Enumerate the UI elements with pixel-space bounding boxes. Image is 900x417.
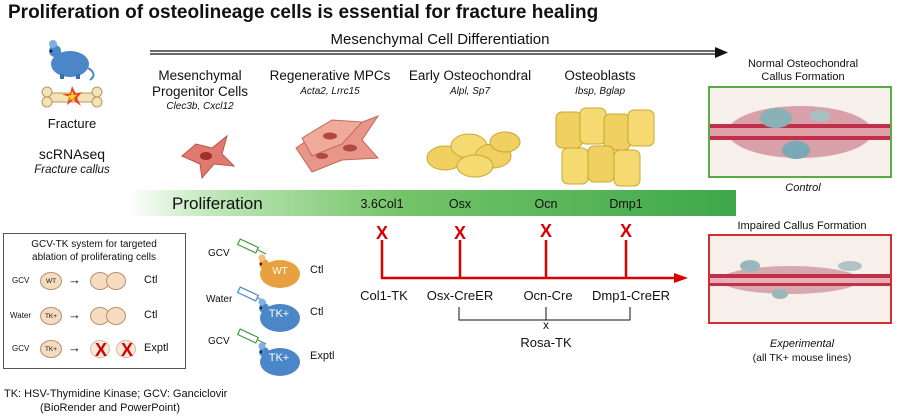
line-ocn-cre: Ocn-Cre — [523, 288, 573, 303]
mouse-group1-outcome: Ctl — [310, 264, 324, 276]
mouse-group2-outcome: Ctl — [310, 306, 324, 318]
scrnaseq-label: scRNAseq — [38, 146, 106, 162]
rosa-tk-label: Rosa-TK — [520, 335, 572, 350]
cross-bracket — [458, 307, 631, 321]
proliferation-label: Proliferation — [172, 194, 263, 213]
gcv-row3-cell — [40, 340, 62, 358]
gcv-row2-outcome: Ctl — [144, 309, 158, 321]
mouse-group2-label: TK+ — [268, 308, 290, 320]
gcv-box-title: GCV-TK system for targeted ablation of p… — [31, 239, 157, 263]
stage-mpc-title: Mesenchymal Progenitor Cells — [151, 68, 249, 99]
differentiation-arrow — [150, 47, 728, 58]
gcv-row3-arrow-icon: → — [68, 340, 81, 355]
marker-osx: Osx — [448, 197, 472, 211]
impaired-callus-image — [708, 234, 892, 324]
fractured-bone-icon — [41, 86, 103, 108]
gcv-row1-dividing-cell-b — [106, 272, 126, 290]
mouse-group2-treatment: Water — [206, 294, 233, 305]
early-osteochondral-cells-illustration — [426, 131, 521, 178]
impaired-callus-subcaption: (all TK+ mouse lines) — [752, 352, 852, 364]
gcv-row3-kill-x-b: X — [121, 340, 134, 360]
stage-early-genes: Alpl, Sp7 — [449, 86, 491, 97]
marker-ocn: Ocn — [534, 197, 558, 211]
mouse-line-timeline — [380, 240, 688, 283]
gcv-row1-cell — [40, 272, 62, 290]
gcv-row2-treatment: Water — [10, 311, 32, 320]
gcv-row3-cell-label: TK+ — [44, 346, 58, 353]
stage-osteoblast-genes: Ibsp, Bglap — [574, 86, 626, 97]
figure-title: Proliferation of osteolineage cells is e… — [8, 2, 599, 23]
ablation-x-dmp1: X — [619, 221, 632, 241]
gcv-row3-dying-cell-a — [90, 340, 110, 358]
normal-callus-caption: Control — [785, 182, 821, 194]
line-dmp1-creer: Dmp1-CreER — [591, 288, 670, 303]
regen-mpc-cells-illustration — [295, 114, 380, 173]
osteoblast-cells-illustration — [555, 107, 655, 187]
footnote-credit: (BioRender and PowerPoint) — [40, 402, 181, 414]
gcv-row2-cell-label: TK+ — [44, 313, 58, 320]
marker-col1: 3.6Col1 — [360, 197, 404, 211]
stage-osteoblast-title: Osteoblasts — [564, 68, 636, 83]
gcv-row3-kill-x-a: X — [95, 340, 108, 360]
gcv-row1-arrow-icon: → — [68, 272, 81, 287]
mouse-wt-icon — [258, 254, 300, 288]
syringe-icon — [236, 238, 267, 255]
stage-regen-title: Regenerative MPCs — [269, 68, 391, 83]
differentiation-label: Mesenchymal Cell Differentiation — [330, 31, 550, 48]
mouse-group3-label: TK+ — [268, 352, 290, 364]
gcv-row2-arrow-icon: → — [68, 307, 81, 322]
normal-callus-title: Normal Osteochondral Callus Formation — [747, 58, 859, 83]
footnote-abbreviations: TK: HSV-Thymidine Kinase; GCV: Ganciclov… — [4, 388, 228, 400]
gcv-row2-dividing-cell-b — [106, 307, 126, 325]
gcv-row3-dying-cell-b — [116, 340, 136, 358]
mouse-group3-treatment: GCV — [208, 336, 230, 347]
ablation-x-col1: X — [375, 223, 388, 243]
stage-early-title: Early Osteochondral — [408, 68, 532, 83]
mouse-group1-label: WT — [272, 266, 288, 277]
line-col1-tk: Col1-TK — [360, 288, 408, 303]
mouse-tk-icon — [258, 298, 300, 332]
fracture-callus-label: Fracture callus — [34, 164, 110, 176]
gcv-row1-outcome: Ctl — [144, 274, 158, 286]
normal-callus-image — [708, 86, 892, 178]
ablation-x-ocn: X — [539, 221, 552, 241]
mouse-icon — [49, 40, 95, 81]
mouse-group1-treatment: GCV — [208, 248, 230, 259]
syringe-icon — [236, 328, 267, 345]
gcv-row3-outcome: Exptl — [144, 342, 169, 354]
stage-regen-genes: Acta2, Lrrc15 — [300, 86, 360, 97]
mouse-group3-outcome: Exptl — [310, 350, 335, 362]
gcv-row1-treatment: GCV — [12, 276, 30, 285]
ablation-x-osx: X — [453, 223, 466, 243]
gcv-row1-cell-label: WT — [45, 278, 57, 285]
cross-symbol: x — [543, 318, 549, 332]
line-osx-creer: Osx-CreER — [426, 288, 494, 303]
fracture-label: Fracture — [47, 116, 97, 131]
gcv-row2-cell — [40, 307, 62, 325]
mpc-cells-illustration — [181, 134, 236, 180]
gcv-row3-treatment: GCV — [12, 344, 30, 353]
mouse-tk-icon — [258, 342, 300, 376]
impaired-callus-caption: Experimental — [769, 338, 835, 350]
stage-mpc-genes: Clec3b, Cxcl12 — [166, 101, 234, 112]
marker-dmp1: Dmp1 — [609, 197, 643, 211]
impaired-callus-title: Impaired Callus Formation — [737, 220, 867, 232]
proliferation-band — [128, 190, 736, 216]
